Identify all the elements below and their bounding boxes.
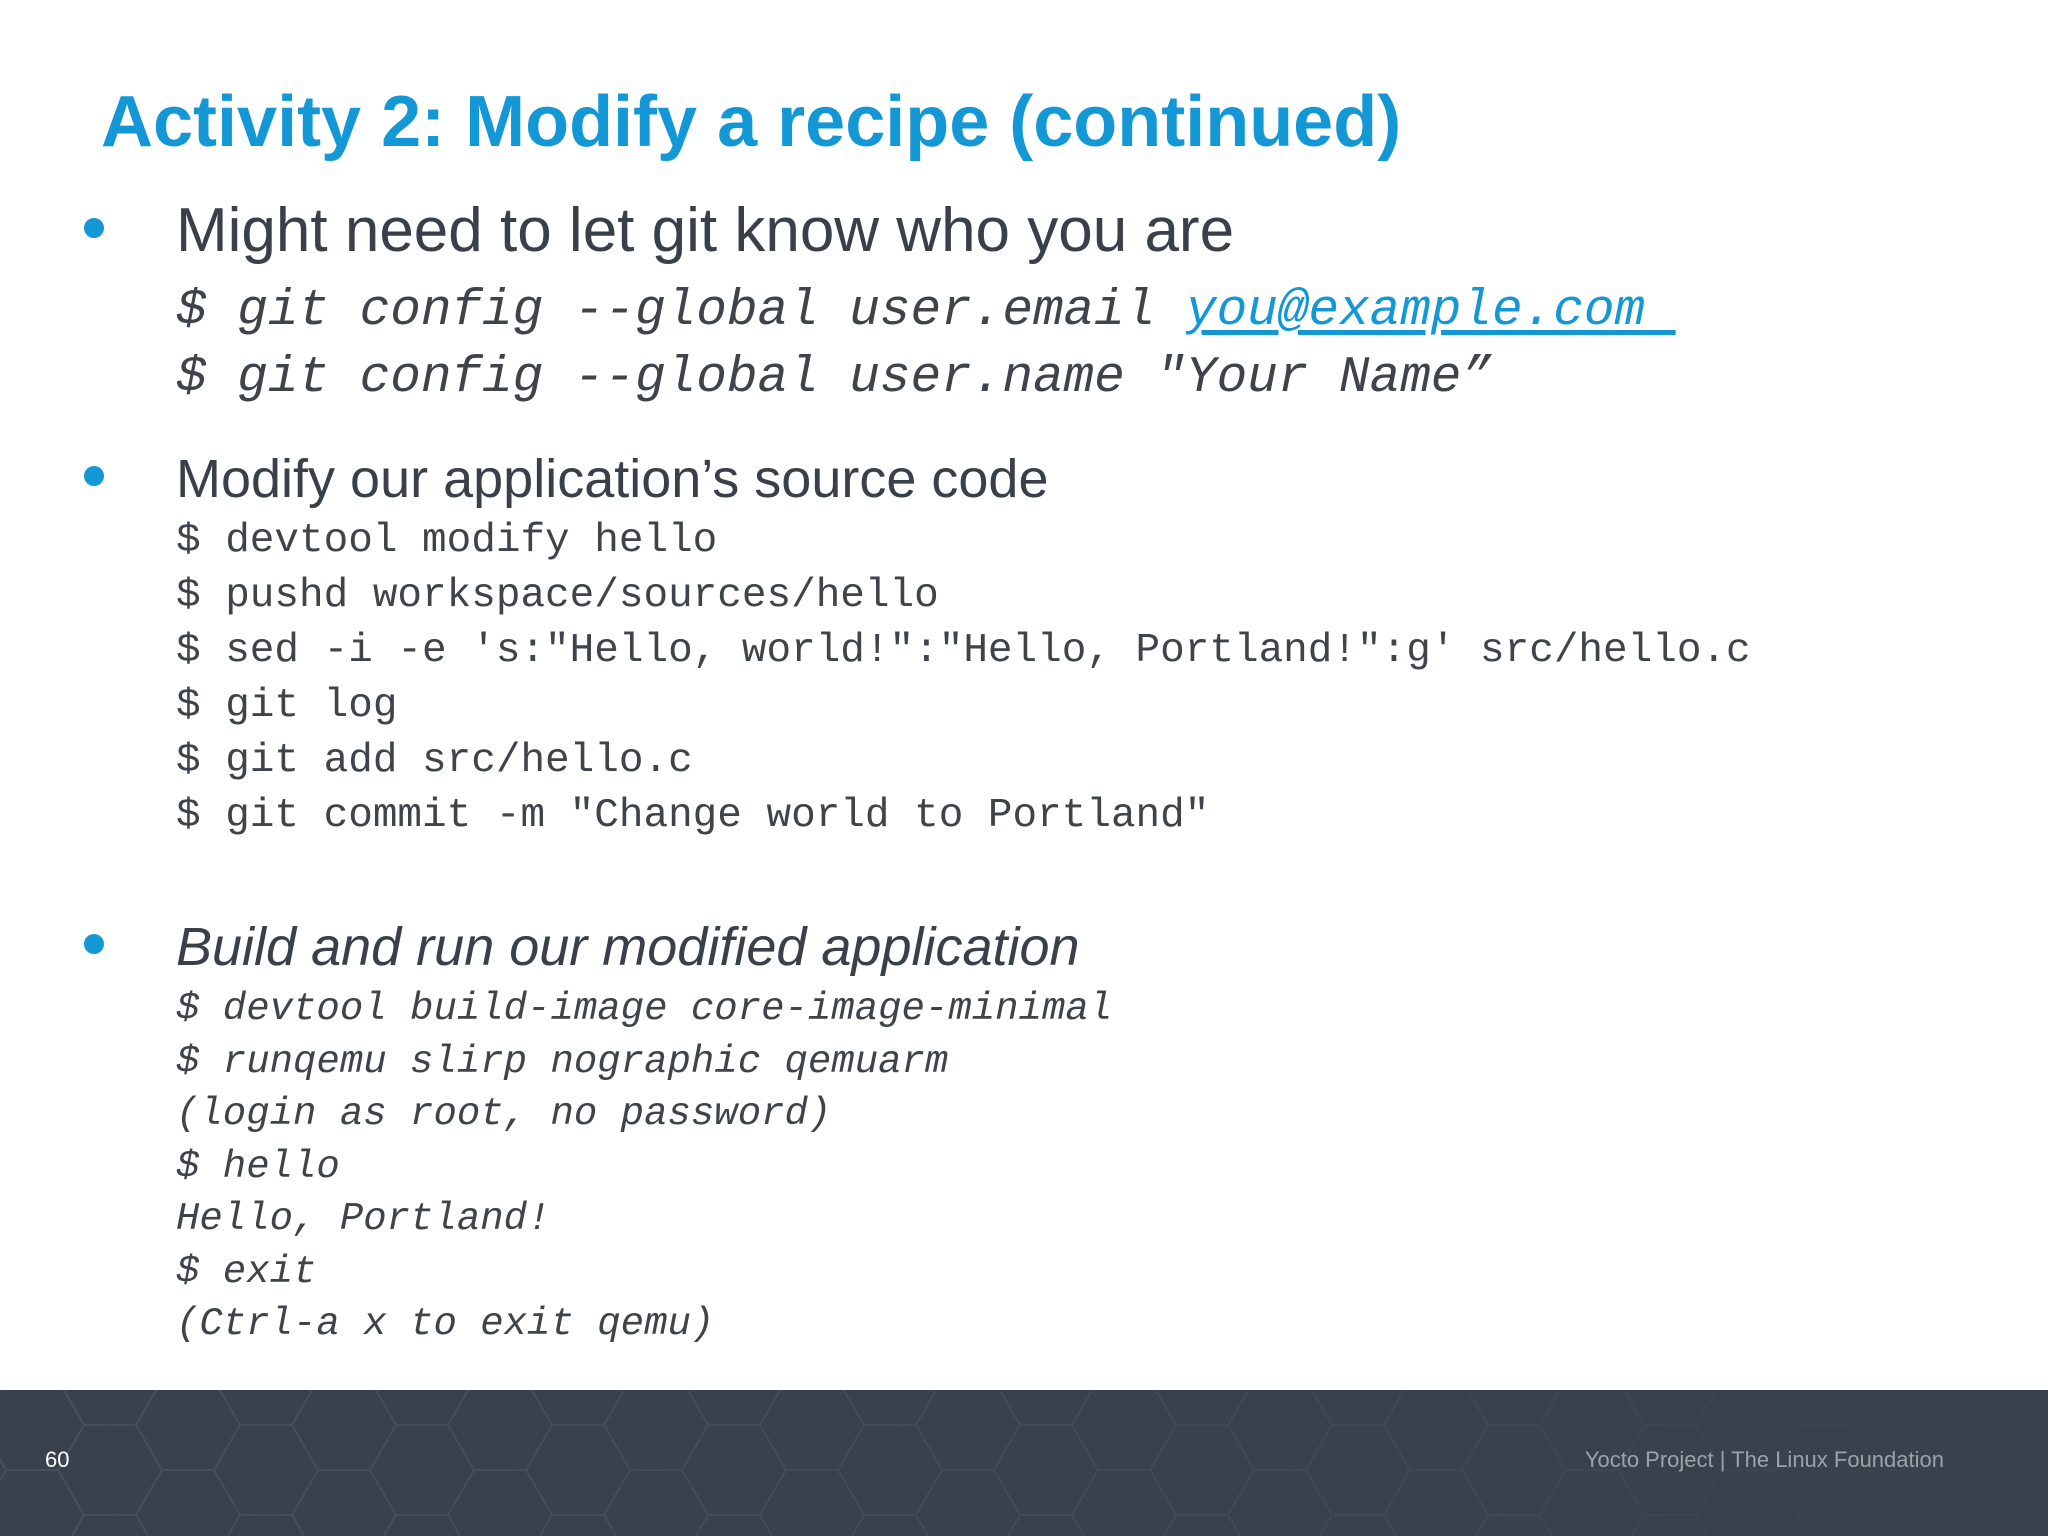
bullet-text: Might need to let git know who you are	[176, 196, 1235, 265]
code-line: $ exit	[176, 1249, 317, 1294]
code-line: (login as root, no password)	[176, 1092, 832, 1136]
code-line: Hello, Portland!	[176, 1197, 551, 1241]
code-line: $ hello	[176, 1144, 340, 1189]
bullet-marker	[84, 218, 104, 238]
bullet-marker	[84, 934, 104, 954]
code-line-prefix: $ git config --global user.email	[176, 283, 1186, 340]
git-config-code-block: $ git config --global user.email you@exa…	[176, 278, 1676, 412]
code-line: $ devtool modify hello	[176, 518, 718, 564]
code-line: $ runqemu slirp nographic qemuarm	[176, 1039, 949, 1084]
slide-title: Activity 2: Modify a recipe (continued)	[101, 82, 1402, 162]
code-line: (Ctrl-a x to exit qemu)	[176, 1302, 715, 1346]
footer-bar	[0, 1390, 2048, 1536]
code-line: $ git log	[176, 683, 398, 729]
bullet-text: Modify our application’s source code	[176, 449, 1049, 509]
email-link[interactable]: you@example.com	[1185, 283, 1676, 340]
page-number: 60	[45, 1447, 70, 1472]
code-line: $ sed -i -e 's:"Hello, world!":"Hello, P…	[176, 628, 1751, 674]
code-line: $ git config --global user.email you@exa…	[176, 278, 1676, 345]
bullet-text: Build and run our modified application	[176, 917, 1080, 977]
code-line: $ git config --global user.name "Your Na…	[176, 350, 1493, 407]
bullet-marker	[84, 466, 104, 486]
modify-source-code-block: $ devtool modify hello $ pushd workspace/…	[176, 514, 1751, 844]
footer-credit: Yocto Project | The Linux Foundation	[1584, 1447, 1944, 1472]
hexagon-pattern	[0, 1390, 2048, 1536]
code-line: $ devtool build-image core-image-minimal	[176, 987, 1113, 1031]
build-run-code-block: $ devtool build-image core-image-minimal…	[176, 983, 1112, 1351]
code-line: $ git add src/hello.c	[176, 738, 693, 784]
code-line: $ git commit -m "Change world to Portlan…	[176, 793, 1210, 839]
code-line: $ pushd workspace/sources/hello	[176, 573, 939, 619]
